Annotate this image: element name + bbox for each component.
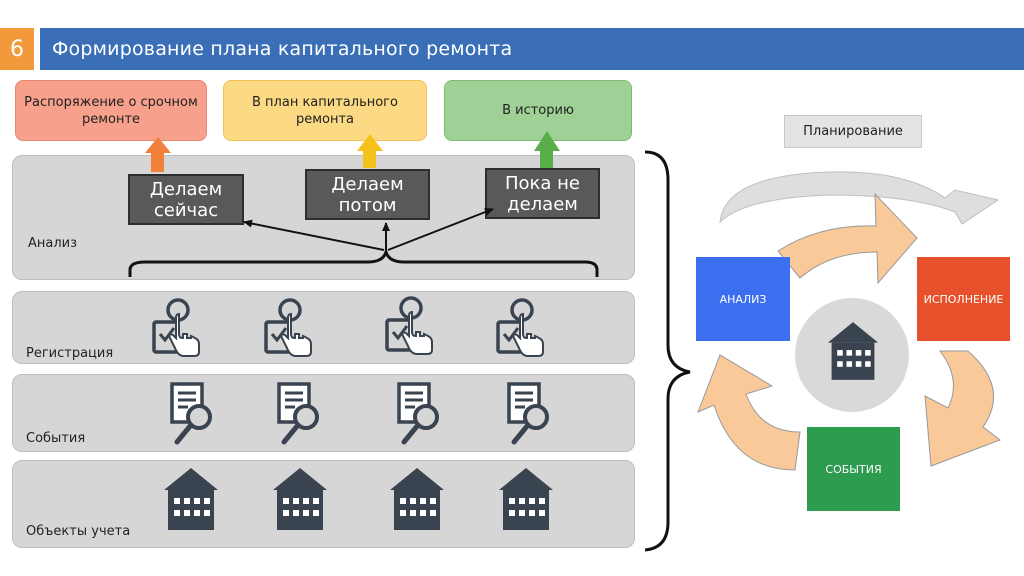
planning-label: Планирование [784, 115, 922, 148]
checklist-touch-icon [152, 298, 200, 357]
decision-not-yet: Пока не делаем [485, 168, 600, 219]
layer-analysis-label: Анализ [28, 236, 78, 251]
layer-events-label: События [26, 431, 86, 446]
layer-registration-label: Регистрация [26, 346, 114, 361]
layers-brace [644, 150, 691, 552]
outcome-urgent-repair-label: Распоряжение о срочном ремонте [24, 94, 198, 127]
cycle-execution-label: ИСПОЛНЕНИЕ [923, 292, 1004, 306]
cycle-execution: ИСПОЛНЕНИЕ [917, 257, 1010, 341]
cycle-center-house-icon [827, 322, 879, 380]
house-icon [273, 468, 327, 530]
outcome-history: В историю [444, 80, 632, 141]
decision-do-now: Делаем сейчас [128, 174, 244, 225]
outcome-urgent-repair: Распоряжение о срочном ремонте [15, 80, 207, 141]
planning-label-text: Планирование [803, 124, 903, 139]
decision-do-now-label: Делаем сейчас [149, 178, 223, 221]
arrow-up-plan [357, 134, 383, 168]
document-search-icon [277, 382, 319, 445]
slide-title-text: Формирование плана капитального ремонта [52, 38, 513, 60]
cycle-analysis-label: АНАЛИЗ [719, 292, 767, 306]
decision-not-yet-label: Пока не делаем [504, 172, 580, 215]
cycle-arrow-analysis-to-execution [777, 192, 918, 285]
document-search-icon [170, 382, 212, 445]
document-search-icon [507, 382, 549, 445]
outcome-history-label: В историю [502, 103, 574, 118]
layer-objects-label: Объекты учета [26, 524, 131, 539]
decision-do-later: Делаем потом [305, 169, 430, 220]
house-icon [499, 468, 553, 530]
slide-title: Формирование плана капитального ремонта [40, 28, 1024, 70]
arrow-up-urgent [145, 137, 171, 172]
planning-arrow [719, 171, 1000, 225]
checklist-touch-icon [385, 296, 433, 355]
arrow-up-history [534, 131, 560, 168]
arrow-to-do-now [243, 219, 385, 251]
house-icon [390, 468, 444, 530]
cycle-events: СОБЫТИЯ [807, 427, 900, 511]
arrow-to-not-yet [387, 208, 494, 251]
cycle-arrow-execution-to-events [924, 350, 1002, 467]
slide-number: 6 [0, 28, 34, 70]
cycle-events-label: СОБЫТИЯ [825, 462, 882, 476]
decision-do-later-label: Делаем потом [331, 173, 404, 216]
cycle-arrow-events-to-analysis [697, 354, 801, 471]
house-icon [164, 468, 218, 530]
checklist-touch-icon [264, 298, 312, 357]
analysis-brace [128, 246, 599, 277]
outcome-capital-plan: В план капитального ремонта [223, 80, 427, 141]
checklist-touch-icon [496, 298, 544, 357]
cycle-analysis: АНАЛИЗ [696, 257, 790, 341]
outcome-capital-plan-label: В план капитального ремонта [252, 94, 398, 127]
document-search-icon [397, 382, 439, 445]
